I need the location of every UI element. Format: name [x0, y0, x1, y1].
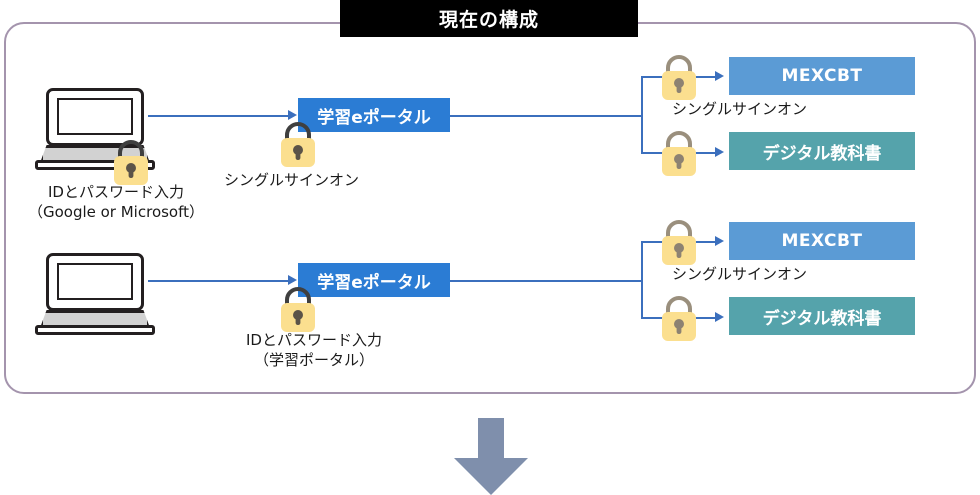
- target-box-mexcbt-top-label: MEXCBT: [781, 66, 863, 86]
- device-caption-top: IDとパスワード入力 （Google or Microsoft）: [16, 182, 216, 223]
- target-box-mexcbt-bottom[interactable]: MEXCBT: [729, 222, 915, 260]
- arrowhead-digital-bottom: [715, 312, 724, 322]
- targets-caption-bottom: シングルサインオン: [672, 265, 808, 283]
- target-box-digital-bottom[interactable]: デジタル教科書: [729, 297, 915, 335]
- laptop-icon: [35, 253, 155, 335]
- arrowhead-device-to-portal-top: [288, 110, 297, 120]
- laptop-icon: [35, 88, 155, 170]
- target-box-digital-bottom-label: デジタル教科書: [762, 308, 882, 329]
- connector-device-to-portal-bottom: [148, 280, 288, 282]
- target-box-mexcbt-bottom-label: MEXCBT: [781, 231, 863, 251]
- connector-device-to-portal-top: [148, 115, 288, 117]
- arrowhead-device-to-portal-bottom: [288, 275, 297, 285]
- portal-lock-caption-top: シングルサインオン: [224, 171, 360, 189]
- laptop-screen: [57, 98, 133, 135]
- title-banner: 現在の構成: [340, 0, 638, 37]
- laptop-lid: [46, 88, 144, 146]
- portal-box-top[interactable]: 学習eポータル: [298, 98, 450, 132]
- laptop-base: [35, 160, 155, 170]
- device-caption-bottom-line2: （学習ポータル）: [253, 351, 374, 370]
- laptop-lid: [46, 253, 144, 311]
- device-caption-top-line1: IDとパスワード入力: [48, 183, 184, 201]
- connector-split-vertical-top: [641, 76, 643, 154]
- connector-split-vertical-bottom: [641, 241, 643, 319]
- target-box-digital-top[interactable]: デジタル教科書: [729, 132, 915, 170]
- device-caption-bottom-line1: IDとパスワード入力: [246, 331, 382, 349]
- portal-box-bottom-label: 学習eポータル: [317, 272, 431, 293]
- arrowhead-mexcbt-top: [715, 71, 724, 81]
- connector-portal-to-split-bottom: [450, 280, 642, 282]
- connector-portal-to-split-top: [450, 115, 642, 117]
- padlock-icon: [276, 119, 320, 169]
- laptop-base: [35, 325, 155, 335]
- page-title: 現在の構成: [438, 9, 539, 31]
- arrowhead-digital-top: [715, 147, 724, 157]
- target-box-mexcbt-top[interactable]: MEXCBT: [729, 57, 915, 95]
- portal-box-bottom[interactable]: 学習eポータル: [298, 263, 450, 297]
- targets-caption-top: シングルサインオン: [672, 100, 808, 118]
- padlock-icon: [657, 293, 701, 343]
- laptop-screen: [57, 263, 133, 300]
- target-box-digital-top-label: デジタル教科書: [762, 143, 882, 164]
- padlock-icon: [109, 137, 153, 187]
- down-arrow-icon: [450, 418, 532, 495]
- device-caption-top-line2: （Google or Microsoft）: [27, 203, 205, 222]
- padlock-icon: [276, 284, 320, 334]
- portal-box-top-label: 学習eポータル: [317, 107, 431, 128]
- padlock-icon: [657, 128, 701, 178]
- arrowhead-mexcbt-bottom: [715, 236, 724, 246]
- padlock-icon: [657, 217, 701, 267]
- device-caption-bottom: IDとパスワード入力 （学習ポータル）: [214, 330, 414, 371]
- padlock-icon: [657, 52, 701, 102]
